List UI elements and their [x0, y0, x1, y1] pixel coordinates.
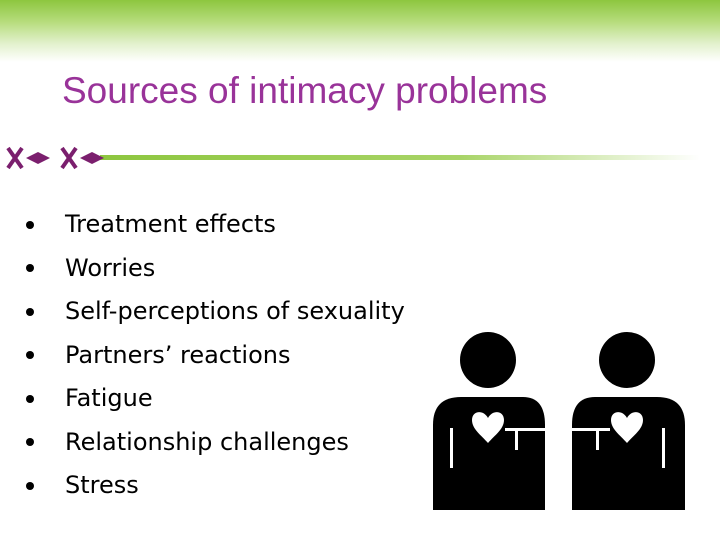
- person-left-icon: [433, 332, 545, 510]
- list-item: Relationship challenges: [22, 421, 405, 465]
- slide-title: Sources of intimacy problems: [62, 70, 548, 111]
- person-right-icon: [572, 332, 685, 510]
- bullet-text: Self-perceptions of sexuality: [65, 297, 405, 325]
- bullet-icon: [26, 394, 34, 403]
- bullet-text: Relationship challenges: [65, 427, 349, 456]
- list-item: Worries: [22, 247, 405, 291]
- bullet-text: Worries: [65, 253, 156, 282]
- bullet-icon: [26, 220, 34, 229]
- header-gradient-band: [0, 0, 720, 62]
- list-item: Self-perceptions of sexuality: [22, 290, 405, 334]
- bullet-icon: [26, 351, 34, 360]
- list-item: Treatment effects: [22, 203, 405, 247]
- bullet-text: Stress: [65, 471, 139, 499]
- bullet-icon: [26, 307, 34, 316]
- bullet-text: Fatigue: [65, 384, 153, 412]
- list-item: Stress: [22, 464, 405, 508]
- bullet-icon: [26, 264, 34, 273]
- two-people-heart-icon: [433, 332, 685, 510]
- diamond-mark-icon: [80, 152, 104, 164]
- bullet-text: Treatment effects: [65, 210, 276, 238]
- bullet-text: Partners’ reactions: [65, 340, 291, 369]
- decorative-divider: [6, 146, 700, 170]
- bullet-list: Treatment effects Worries Self-perceptio…: [22, 203, 405, 508]
- cross-mark-icon: [6, 146, 24, 170]
- list-item: Partners’ reactions: [22, 334, 405, 378]
- bullet-icon: [26, 438, 34, 447]
- diamond-mark-icon: [26, 152, 50, 164]
- list-item: Fatigue: [22, 377, 405, 421]
- bullet-icon: [26, 481, 34, 490]
- cross-mark-icon: [60, 146, 78, 170]
